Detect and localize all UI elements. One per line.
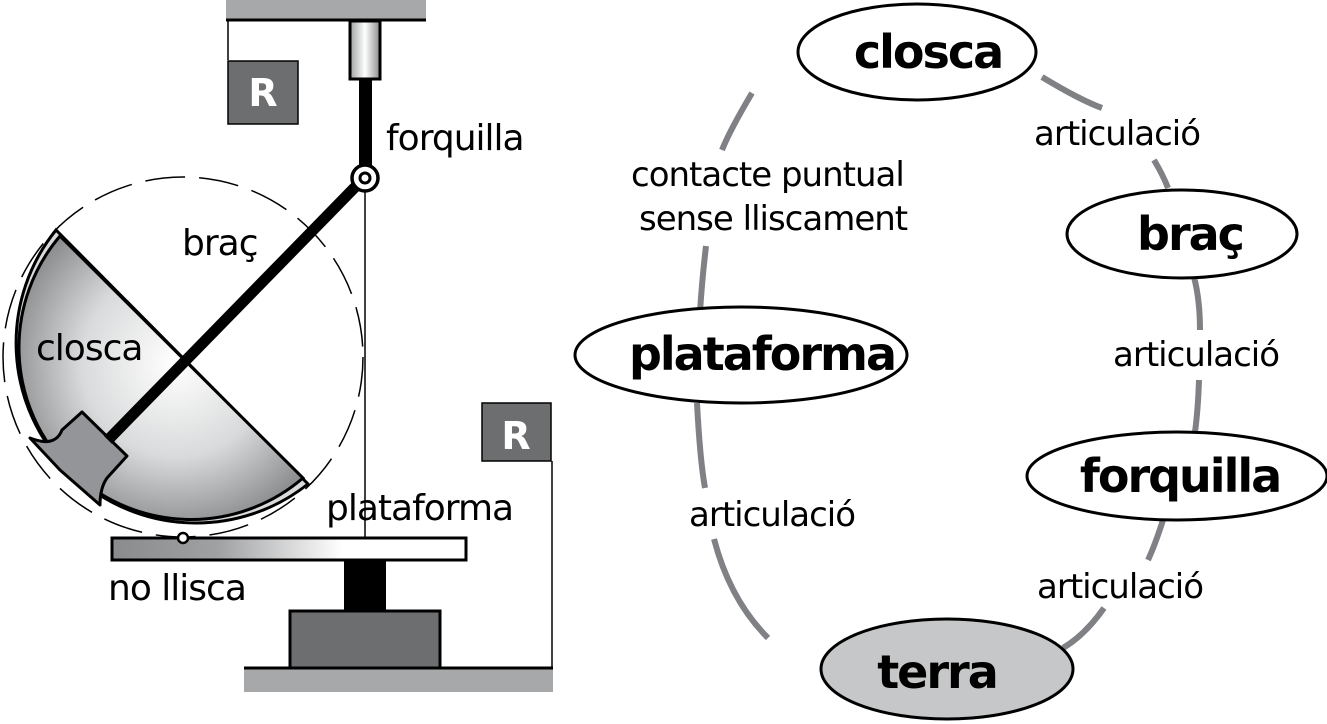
- reference-marker-bottom-label: R: [501, 414, 530, 458]
- edge-plataforma-terra-lower: [711, 538, 771, 641]
- node-label: forquilla: [1080, 449, 1280, 503]
- ceiling-support: [226, 0, 426, 19]
- reference-marker-bottom: [481, 402, 552, 462]
- edge-brac-forquilla-lower: [1192, 379, 1202, 433]
- platform: [110, 536, 468, 562]
- graph-diagram: articulació articulació articulació arti…: [573, 2, 1327, 721]
- edge-label-brac-forquilla: articulació: [1113, 335, 1279, 375]
- platform-shaft: [344, 560, 386, 612]
- edge-brac-forquilla: [1191, 276, 1203, 331]
- node-label: plataforma: [629, 327, 895, 381]
- node-label: closca: [854, 25, 1002, 79]
- edge-closca-brac: [1040, 74, 1104, 111]
- pivot-joint-center: [358, 171, 372, 185]
- node-shape: [796, 2, 1038, 102]
- no-slip-label: no llisca: [108, 568, 246, 609]
- node-shape: [1065, 188, 1299, 280]
- edge-label-closca-plataforma-line1: contacte puntual: [631, 155, 904, 195]
- graph-node-plataforma: plataforma: [573, 305, 909, 405]
- arm-label: braç: [182, 223, 258, 264]
- graph-node-brac: braç: [1065, 188, 1299, 280]
- fork-label: forquilla: [386, 118, 524, 159]
- node-label: braç: [1137, 207, 1243, 261]
- edge-forquilla-terra: [1145, 519, 1166, 562]
- edge-closca-plataforma-lower: [697, 245, 709, 313]
- contact-point: [176, 531, 190, 545]
- ground: [244, 668, 553, 692]
- node-shape: [573, 305, 909, 405]
- shell-label: closca: [36, 328, 142, 369]
- edge-plataforma-terra: [694, 402, 708, 489]
- node-shape: [1025, 430, 1327, 522]
- graph-node-forquilla: forquilla: [1025, 430, 1327, 522]
- reference-marker-top: [227, 60, 299, 125]
- graph-node-closca: closca: [796, 2, 1038, 102]
- graph-node-terra: terra: [819, 617, 1075, 721]
- counterweight: [28, 410, 129, 507]
- graph-edges: [694, 74, 1203, 651]
- edge-closca-brac-lower: [1151, 158, 1171, 190]
- reference-marker-top-label: R: [248, 71, 277, 115]
- fork-rod: [359, 79, 372, 177]
- node-shape: [819, 617, 1075, 721]
- edge-label-plataforma-terra: articulació: [689, 495, 855, 535]
- fork-cylinder: [348, 19, 382, 81]
- edge-forquilla-terra-lower: [1061, 606, 1107, 651]
- edge-label-closca-plataforma-line2: sense lliscament: [639, 199, 908, 239]
- edge-closca-plataforma: [719, 91, 755, 152]
- base-box: [288, 609, 442, 671]
- edge-label-forquilla-terra: articulació: [1037, 567, 1203, 607]
- platform-label: plataforma: [326, 488, 513, 529]
- node-label: terra: [877, 645, 997, 699]
- arm-bar: [104, 176, 366, 444]
- edge-label-closca-brac: articulació: [1034, 114, 1200, 154]
- mechanism-drawing: R forquilla braç closca plataforma no ll…: [2, 0, 553, 692]
